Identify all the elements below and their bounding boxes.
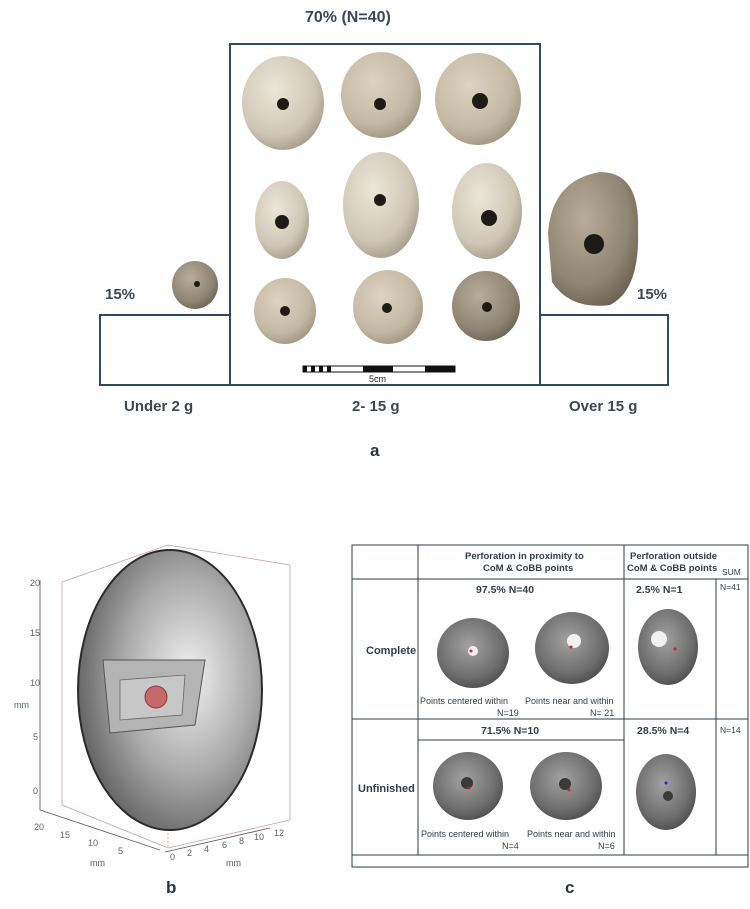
header-sum: SUM: [722, 567, 741, 577]
panel-c-table: [351, 544, 749, 868]
frame-2-15g: [229, 43, 541, 386]
perforation-point: [144, 685, 168, 709]
complete-n-centered: N=19: [497, 708, 519, 718]
y-tick: 12: [274, 828, 285, 838]
complete-caption-centered: Points centered within: [420, 696, 509, 706]
header-outside-2: CoM & CoBB points: [627, 563, 718, 574]
z-tick: 15: [30, 628, 41, 638]
frame-under-2g: [99, 314, 231, 386]
y-tick: 2: [187, 848, 193, 858]
panel-letter-c: c: [565, 878, 575, 897]
y-tick: 8: [239, 836, 245, 846]
z-tick: 5: [33, 732, 39, 742]
x-tick: 5: [118, 846, 124, 856]
right-percentage-label: 15%: [637, 286, 668, 303]
y-axis-unit: mm: [226, 858, 241, 868]
y-tick: 10: [254, 832, 265, 842]
y-tick: 6: [222, 840, 228, 850]
z-tick: 10: [30, 678, 41, 688]
panel-letter-b: b: [166, 878, 177, 897]
category-over-15g: Over 15 g: [569, 398, 638, 415]
row-label-unfinished: Unfinished: [358, 783, 415, 795]
complete-out-stat: 2.5% N=1: [636, 584, 683, 596]
complete-in-stat: 97.5% N=40: [476, 584, 535, 596]
header-in-proximity: Perforation in proximity to: [465, 551, 584, 562]
complete-n-near: N= 21: [590, 708, 615, 718]
complete-sum: N=41: [720, 582, 741, 592]
table-bead-models: [433, 609, 698, 830]
x-axis-unit: mm: [90, 858, 105, 868]
scale-bar: [302, 365, 456, 373]
x-tick: 20: [34, 822, 45, 832]
unfinished-n-near: N=6: [598, 841, 615, 851]
unfinished-out-stat: 28.5% N=4: [637, 725, 690, 737]
z-axis-unit: mm: [14, 700, 29, 710]
x-tick: 15: [60, 830, 71, 840]
panel-b-3d-model: [39, 544, 291, 853]
z-tick: 20: [30, 578, 41, 588]
weight-category-frames: [99, 43, 669, 386]
header-outside: Perforation outside: [630, 551, 718, 562]
panel-letter-a: a: [370, 441, 380, 460]
left-percentage-label: 15%: [105, 286, 136, 303]
y-tick: 0: [170, 852, 176, 862]
unfinished-sum: N=14: [720, 725, 741, 735]
unfinished-n-centered: N=4: [502, 841, 519, 851]
unfinished-in-stat: 71.5% N=10: [481, 725, 540, 737]
category-2-15g: 2- 15 g: [352, 398, 400, 415]
x-tick: 10: [88, 838, 99, 848]
row-label-complete: Complete: [366, 645, 417, 657]
panel-a-figure: [99, 43, 669, 386]
category-under-2g: Under 2 g: [124, 398, 194, 415]
stone-beads: [172, 52, 639, 344]
unfinished-caption-near: Points near and within: [527, 829, 616, 839]
complete-caption-near: Points near and within: [525, 696, 614, 706]
frame-over-15g: [539, 314, 669, 386]
y-tick: 4: [204, 844, 210, 854]
scale-bar-label: 5cm: [369, 374, 387, 384]
top-percentage-label: 70% (N=40): [305, 9, 391, 26]
z-tick: 0: [33, 786, 39, 796]
header-in-proximity-2: CoM & CoBB points: [483, 563, 574, 574]
unfinished-caption-centered: Points centered within: [421, 829, 510, 839]
